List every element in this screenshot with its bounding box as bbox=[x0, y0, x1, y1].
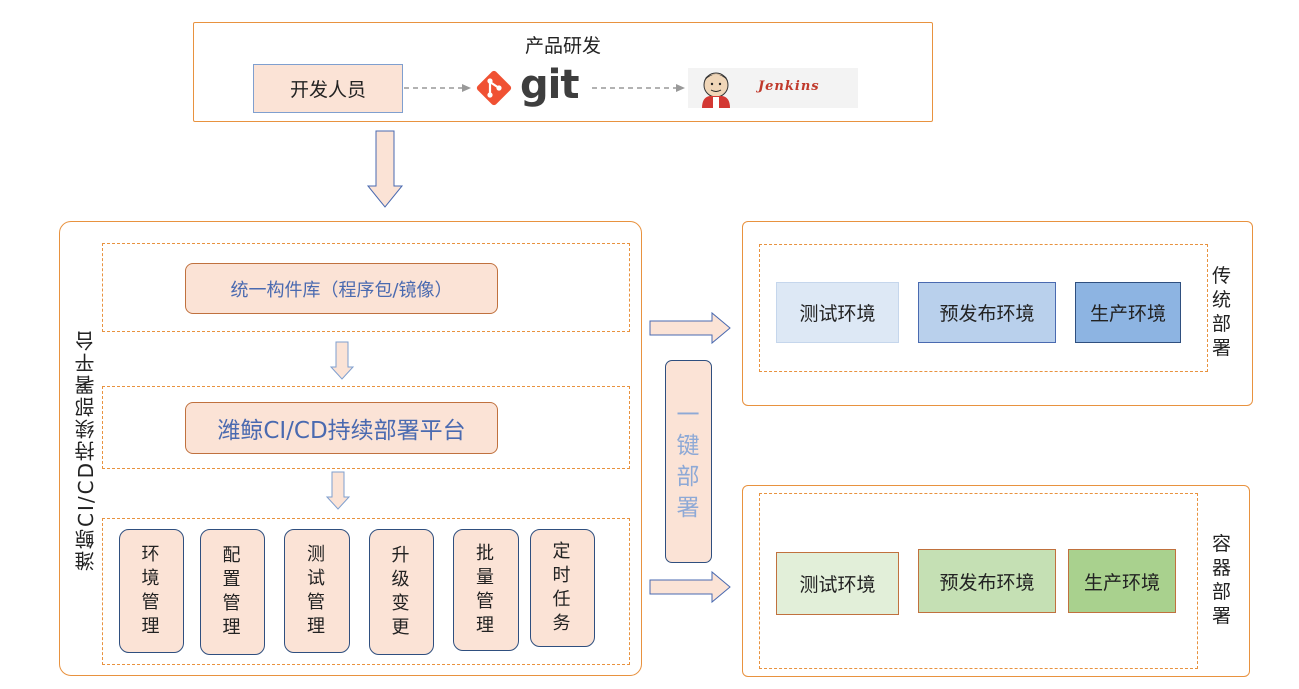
right-arrow-container bbox=[649, 570, 731, 604]
jenkins-wordmark: Jenkins bbox=[758, 79, 820, 94]
trad-env-prod: 生产环境 bbox=[1075, 282, 1181, 343]
container-env-test: 测试环境 bbox=[776, 552, 899, 615]
module-env-mgmt: 环境管理 bbox=[119, 529, 184, 653]
artifact-zone bbox=[102, 243, 630, 332]
down-arrow-small-1 bbox=[329, 341, 355, 380]
module-scheduled-task: 定时任务 bbox=[530, 529, 595, 647]
git-wordmark: git bbox=[520, 62, 579, 108]
down-arrow-small-2 bbox=[325, 471, 351, 510]
down-arrow-big bbox=[366, 130, 404, 208]
container-zone bbox=[759, 493, 1198, 669]
core-platform-box: 潍鲸CI/CD持续部署平台 bbox=[185, 402, 498, 454]
container-env-prod: 生产环境 bbox=[1068, 549, 1176, 613]
module-batch-mgmt: 批量管理 bbox=[453, 529, 519, 651]
artifact-repo-label: 统一构件库（程序包/镜像） bbox=[230, 279, 453, 301]
jenkins-butler-icon bbox=[702, 72, 730, 108]
artifact-repo-box: 统一构件库（程序包/镜像） bbox=[185, 263, 498, 314]
module-upgrade-change: 升级变更 bbox=[369, 529, 434, 655]
developer-label: 开发人员 bbox=[289, 79, 366, 101]
trad-env-staging: 预发布环境 bbox=[918, 282, 1056, 343]
one-click-deploy-box: 一键部署 bbox=[665, 360, 712, 563]
traditional-title: 传统部署 bbox=[1212, 265, 1232, 359]
trad-env-test: 测试环境 bbox=[776, 282, 899, 343]
git-logo: git bbox=[474, 62, 594, 108]
core-zone bbox=[102, 386, 630, 469]
git-icon bbox=[476, 70, 512, 106]
container-env-staging: 预发布环境 bbox=[918, 549, 1056, 613]
jenkins-logo: Jenkins bbox=[688, 68, 858, 108]
container-title: 容器部署 bbox=[1212, 533, 1232, 627]
module-config-mgmt: 配置管理 bbox=[200, 529, 265, 655]
right-arrow-traditional bbox=[649, 311, 731, 345]
traditional-zone bbox=[759, 244, 1208, 372]
module-test-mgmt: 测试管理 bbox=[284, 529, 350, 653]
developer-box: 开发人员 bbox=[253, 64, 403, 113]
product-dev-title: 产品研发 bbox=[524, 34, 601, 57]
core-platform-label: 潍鲸CI/CD持续部署平台 bbox=[217, 418, 466, 444]
modules-zone bbox=[102, 518, 630, 665]
